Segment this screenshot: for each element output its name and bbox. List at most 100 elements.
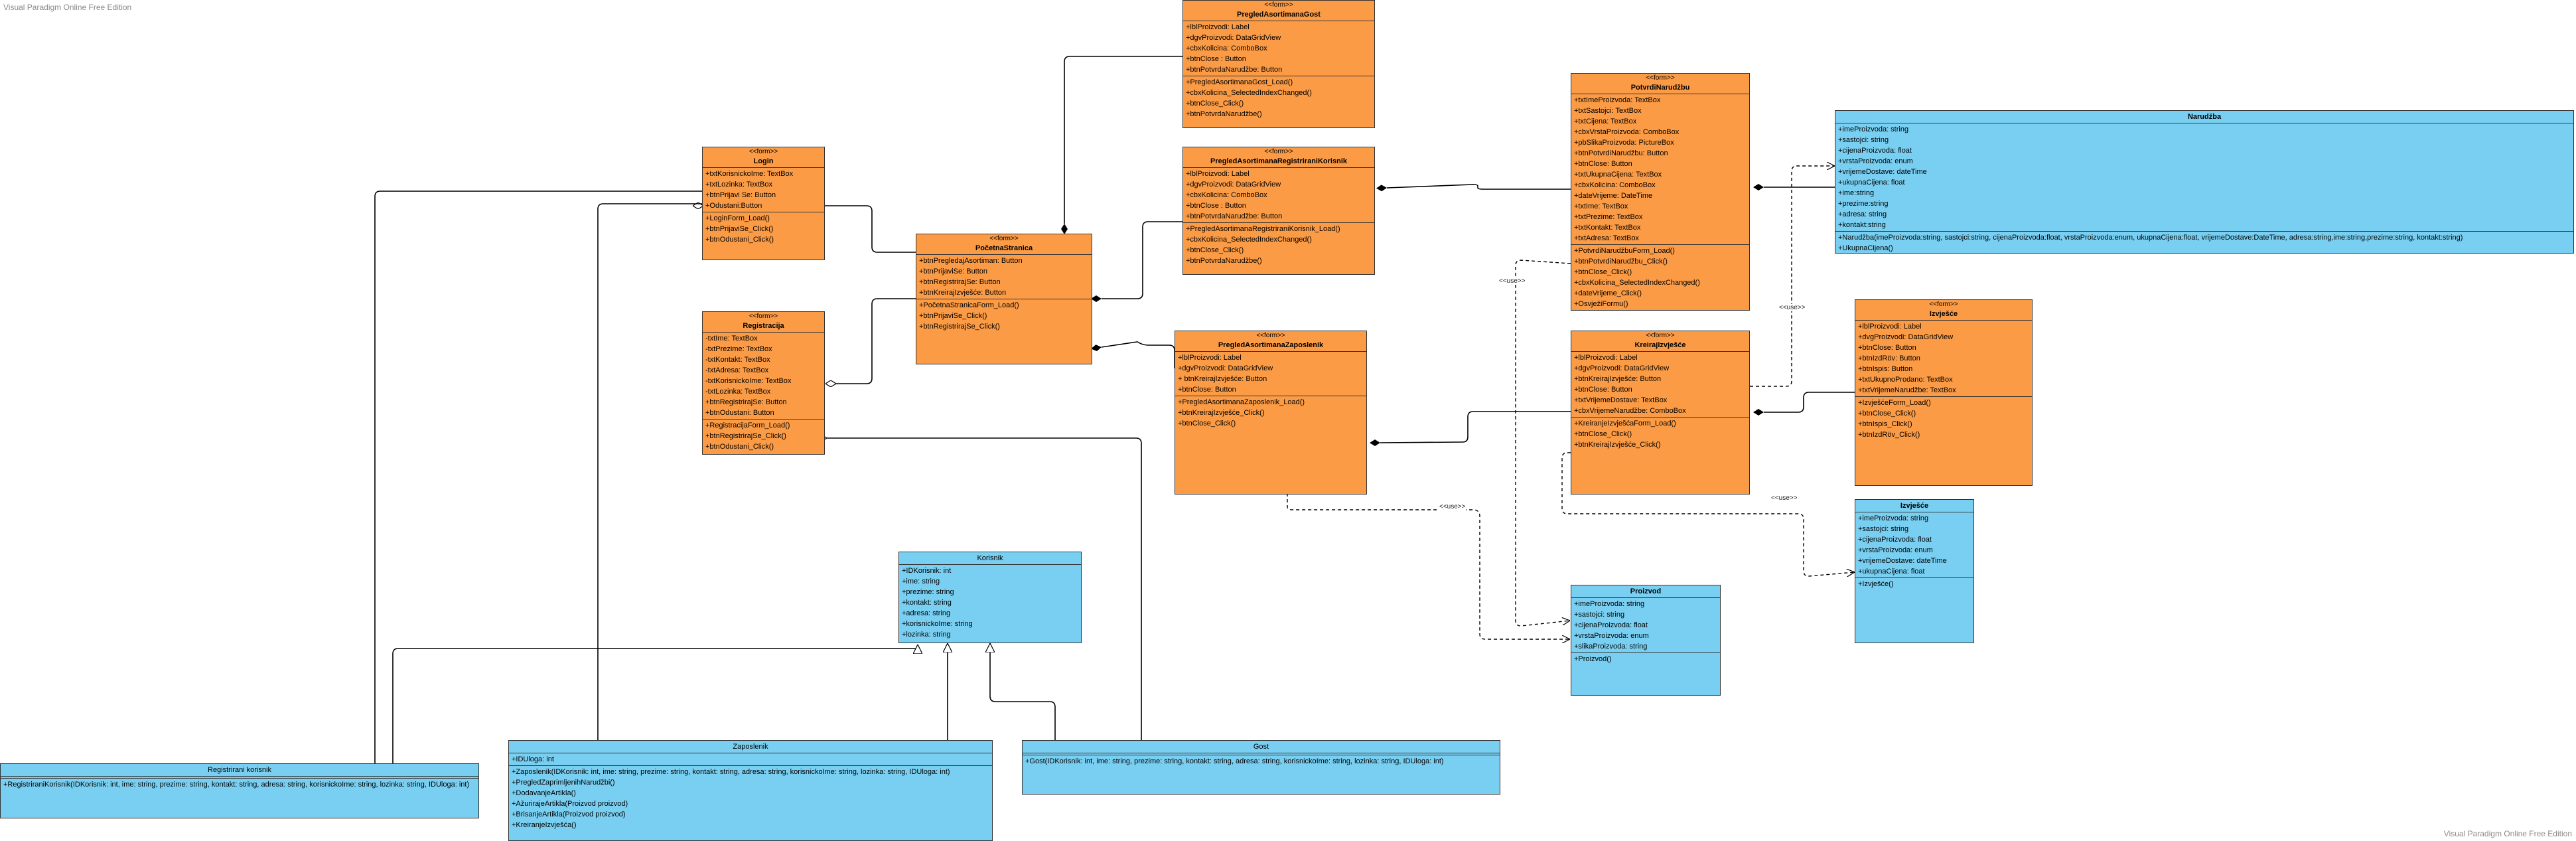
- class-name: PregledAsortimanaRegistrirаniKorisnik: [1210, 157, 1347, 165]
- class-attribute: +ukupnaCijena: float: [1858, 568, 1925, 575]
- class-operation: +Gost(IDKorisnik: int, ime: string, prez…: [1025, 757, 1444, 765]
- class-attribute: +dgvProizvodi: DataGridView: [1574, 364, 1670, 372]
- class-attribute: +txtAdresa: TextBox: [1574, 234, 1639, 242]
- gen-gost-korisnik: [990, 643, 1056, 740]
- class-operation: +PregledAsortimanaZaposlenik_Load(): [1178, 398, 1305, 406]
- class-operations-section: +LoginForm_Load()+btnPrijaviSe_Click()+b…: [703, 212, 824, 246]
- class-narudzba[interactable]: Narudžba +imeProizvoda: string+sastojci: …: [1835, 110, 2574, 254]
- class-operation: +IzvješćeForm_Load(): [1858, 399, 1931, 407]
- class-izvjesce-form[interactable]: <<form>>Izvješće+lblProizvodi: Label+dvg…: [1855, 299, 2033, 486]
- class-operations-section: +KreiranjeIzvješćaForm_Load()+btnClose_C…: [1571, 418, 1749, 451]
- class-operations-section: +RegistriraniKorisnik(IDKorisnik: int, i…: [1, 779, 478, 791]
- link-pocetna-registracija: [836, 298, 916, 384]
- class-izvjesce[interactable]: Izvješće+imeProizvoda: string+sastojci: …: [1855, 499, 1974, 643]
- class-name: Registrirani korisnik: [208, 766, 271, 774]
- class-name: PočetnaStranica: [975, 244, 1033, 252]
- class-kreiraj-izvjesce[interactable]: <<form>>KreirajIzvješće+lblProizvodi: La…: [1571, 331, 1750, 495]
- class-attribute: +cijenaProizvoda: float: [1574, 621, 1648, 629]
- class-attribute: +imeProizvoda: string: [1574, 600, 1645, 608]
- class-zaposlenik[interactable]: Zaposlenik+IDUloga: int+Zaposlenik(IDKor…: [508, 740, 993, 841]
- class-attribute: +IDUloga: int: [512, 755, 554, 763]
- class-operation: +PregledZaprimljenihNarudžbi(): [512, 779, 615, 787]
- class-operation: +cbxKolicina_SelectedIndexChanged(): [1186, 236, 1312, 244]
- class-attribute: +dateVrijeme: DateTime: [1574, 192, 1653, 200]
- class-operation: +btnIzdRöv_Click(): [1858, 431, 1920, 439]
- use-potvrdi-proizvod: [1515, 260, 1571, 627]
- class-operation: +DodavanjeArtikla(): [512, 789, 576, 797]
- class-attribute: -txtKontakt: TextBox: [705, 356, 770, 364]
- link-pocetna-pregledreg: [1091, 221, 1182, 302]
- class-attribute: +btnClose: Button: [1574, 160, 1632, 168]
- class-attributes-section: -txtIme: TextBox-txtPrezime: TextBox-txt…: [703, 333, 824, 420]
- class-header: Proizvod: [1571, 585, 1720, 598]
- class-name: PregledAsortimanaGost: [1237, 11, 1321, 19]
- class-name: PotvrdiNarudžbu: [1630, 84, 1690, 92]
- class-attribute: +lozinka: string: [902, 631, 951, 639]
- class-attributes-section: +IDUloga: int: [509, 753, 992, 766]
- class-korisnik[interactable]: Korisnik+IDKorisnik: int+ime: string+pre…: [898, 552, 1082, 643]
- class-attribute: +txtCijena: TextBox: [1574, 117, 1637, 125]
- class-attributes-section: +imeProizvoda: string+sastojci: string+c…: [1835, 123, 2573, 232]
- link-potvrdi-pregledreg: [1376, 184, 1571, 192]
- class-operation: +btnRegistrirajSe_Click(): [705, 432, 786, 440]
- class-attribute: +txtUkupnaCijena: TextBox: [1574, 171, 1662, 179]
- class-pregled-asortimana-zaposlenik[interactable]: <<form>>PregledAsortimanaZaposlenik+lblP…: [1175, 331, 1367, 495]
- class-operations-section: +IzvješćeForm_Load()+btnClose_Click()+bt…: [1855, 397, 2032, 441]
- class-operation: +PočetnaStranicaForm_Load(): [919, 301, 1019, 309]
- class-operations-section: +PregledAsortimanaZaposlenik_Load()+btnK…: [1175, 396, 1366, 429]
- class-operation: +RegistriraniKorisnik(IDKorisnik: int, i…: [3, 781, 470, 789]
- class-header: Gost: [1023, 741, 1500, 753]
- class-attribute: +vrstaProizvoda: enum: [1838, 157, 1913, 165]
- class-attribute: +prezime:string: [1838, 200, 1889, 208]
- class-attribute: +dgvProizvodi: DataGridView: [1186, 181, 1281, 189]
- class-attribute: +adresa: string: [902, 609, 951, 617]
- class-attribute: +btnOdustani: Button: [705, 409, 774, 417]
- class-operations-section: +Gost(IDKorisnik: int, ime: string, prez…: [1023, 755, 1500, 767]
- class-attribute: +btnPrijaviSe: Button: [919, 268, 988, 275]
- class-attribute: +btnKreirajIzvješće: Button: [919, 289, 1007, 297]
- class-pocetna-stranica[interactable]: <<form>>PočetnaStranica+btnPregledajAsor…: [916, 234, 1092, 364]
- class-pregled-asortimana-registrirani[interactable]: <<form>>PregledAsortimanaRegistrirаniKor…: [1182, 147, 1375, 275]
- class-attribute: +imeProizvoda: string: [1838, 125, 1909, 133]
- class-attributes-section: +lblProizvodi: Label+dgvProizvodi: DataG…: [1183, 21, 1374, 76]
- class-attributes-section: +lblProizvodi: Label+dgvProizvodi: DataG…: [1571, 352, 1749, 418]
- class-header: <<form>>KreirajIzvješće: [1571, 331, 1749, 352]
- class-operations-section: +PotvrdiNarudžbuForm_Load()+btnPotvrdiNa…: [1571, 245, 1749, 310]
- use-pregledzap-proizvod: [1287, 493, 1570, 639]
- class-registrirani-korisnik[interactable]: Registrirani korisnik +RegistriraniKorisn…: [0, 763, 479, 818]
- class-operation: +PotvrdiNarudžbuForm_Load(): [1574, 247, 1675, 255]
- class-attribute: +btnRegistrirajSe: Button: [705, 398, 787, 406]
- class-name: Narudžba: [2187, 113, 2222, 121]
- class-stereotype: <<form>>: [1646, 74, 1675, 82]
- class-attribute: +sastojci: string: [1858, 525, 1909, 533]
- class-operation: +btnPrijaviSe_Click(): [705, 225, 774, 233]
- class-operation: +KreiranjeIzvješća(): [512, 821, 577, 829]
- class-header: Registrirani korisnik: [1, 764, 478, 777]
- class-operation: +Narudžba(imeProizvoda:string, sastojci:…: [1838, 234, 2463, 242]
- class-attribute: +ukupnaCijena: float: [1838, 179, 1905, 187]
- class-attribute: +lblProizvodi: Label: [1186, 170, 1250, 178]
- class-operation: +BrisanjeArtikla(Proizvod proizvod): [512, 810, 626, 818]
- use-label: <<use>>: [1439, 503, 1467, 510]
- class-attribute: +txtPrezime: TextBox: [1574, 213, 1643, 221]
- class-potvrdi-narudzbu[interactable]: <<form>>PotvrdiNarudžbu+txtImeProizvoda:…: [1571, 73, 1750, 311]
- class-proizvod[interactable]: Proizvod+imeProizvoda: string+sastojci: …: [1571, 585, 1721, 696]
- class-name: Izvješće: [1929, 310, 1958, 318]
- class-operations-section: +Zaposlenik(IDKorisnik: int, ime: string…: [509, 766, 992, 831]
- link-pocetna-login: [703, 206, 916, 253]
- class-operation: +btnPotvrdaNarudžbe(): [1186, 110, 1262, 118]
- link-pocetna-pregledzap: [1091, 341, 1175, 368]
- class-attribute: -txtIme: TextBox: [705, 335, 758, 343]
- class-header: <<form>>Registracija: [703, 312, 824, 333]
- class-pregled-asortimana-gost[interactable]: <<form>>PregledAsortimanaGost+lblProizvo…: [1182, 0, 1375, 128]
- class-login[interactable]: <<form>>Login+txtKorisnickoIme: TextBox+…: [702, 147, 825, 260]
- class-attribute: +txtVrijemeDostave: TextBox: [1574, 396, 1668, 404]
- class-operation: +AžurirajeArtikla(Proizvod proizvod): [512, 800, 628, 808]
- class-registracija[interactable]: <<form>>Registracija-txtIme: TextBox-txt…: [702, 311, 825, 455]
- class-operation: +btnClose_Click(): [1178, 420, 1236, 427]
- class-name: PregledAsortimanaZaposlenik: [1218, 341, 1324, 349]
- link-pocetna-pregledgost: [1061, 56, 1182, 234]
- class-gost[interactable]: Gost +Gost(IDKorisnik: int, ime: string, …: [1022, 740, 1500, 795]
- class-attribute: +vrijemeDostave: dateTime: [1838, 168, 1927, 176]
